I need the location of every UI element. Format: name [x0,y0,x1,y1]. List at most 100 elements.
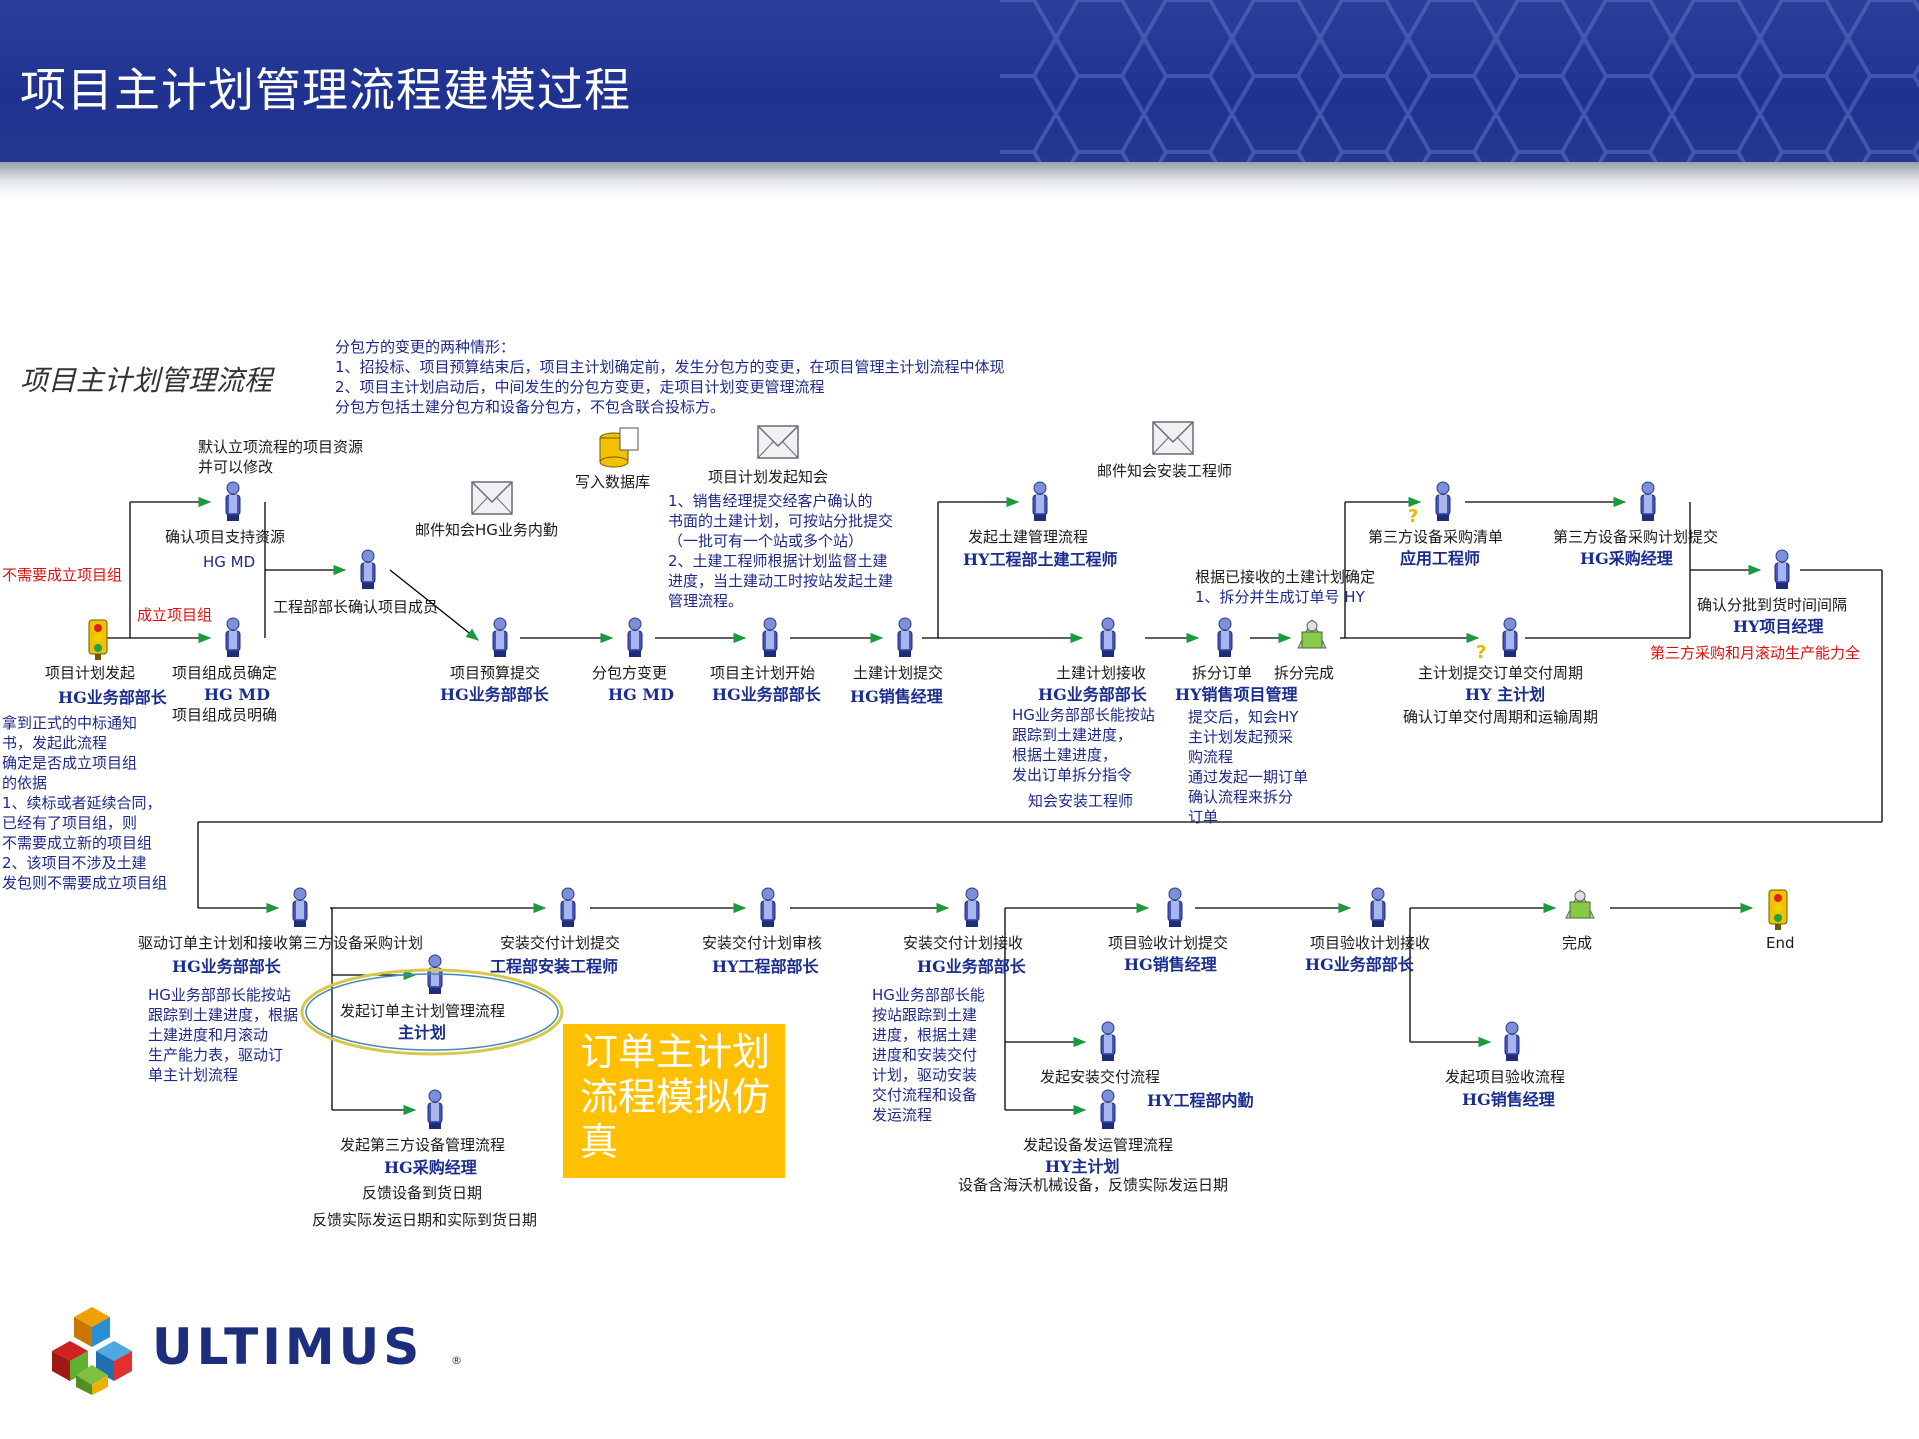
node-split-order-label: 拆分订单 [1192,664,1252,682]
title-banner [0,0,1919,162]
mail-icon-notify [757,425,799,459]
node-eng-confirm-label: 工程部部长确认项目成员 [273,598,438,616]
person-icon-order-cycle [1502,617,1518,658]
node-civil-submit-label: 土建计划提交 [853,664,943,682]
person-icon-inst-flow [1100,1021,1116,1062]
node-inst-flow-label: 发起安装交付流程 [1040,1068,1160,1086]
inst-note-5: 计划，驱动安装 [872,1066,977,1084]
node-confirm-res-role: HG MD [203,553,255,571]
person-icon-civil-recv [1100,617,1116,658]
traffic-light-icon-end [1768,889,1788,931]
hexagon-pattern [1000,0,1919,162]
node-inst-flow-role: HY工程部内勤 [1147,1091,1254,1110]
node-budget-role: HG业务部部长 [440,685,550,704]
left-note-4: 的依据 [2,774,47,792]
person-icon-confirm-res [225,481,241,522]
simulation-callout-text: 订单主计划流程模拟仿真 [580,1030,771,1164]
plan-note-2: 书面的土建计划，可按站分批提交 [668,512,893,530]
split-basis-1: 根据已接收的土建计划确定 [1195,568,1375,586]
highlight-ellipse [300,968,564,1056]
node-inst-submit-label: 安装交付计划提交 [500,934,620,952]
recv-note-5: 知会安装工程师 [1028,792,1133,810]
person-icon-confirm-batch [1774,549,1790,590]
node-plan-start-label: 项目主计划开始 [710,664,815,682]
left-note-8: 2、该项目不涉及土建 [2,854,147,872]
left-note-9: 发包则不需要成立项目组 [2,874,167,892]
drive-note-2: 跟踪到土建进度，根据 [148,1006,298,1024]
left-note-7: 不需要成立新的项目组 [2,834,152,852]
node-budget-label: 项目预算提交 [450,664,540,682]
plan-note-6: 管理流程。 [668,592,743,610]
left-note-2: 书，发起此流程 [2,734,107,752]
split-note-6: 订单 [1188,808,1218,826]
decision-icon-tp-list [1408,506,1419,527]
node-inst-submit-role: 工程部安装工程师 [490,957,618,976]
diagram-title: 项目主计划管理流程 [20,364,275,397]
note-notify-start: 项目计划发起知会 [708,468,828,486]
node-subcon-label: 分包方变更 [592,664,667,682]
traffic-light-icon-start [88,619,108,661]
split-basis-2: 1、拆分并生成订单号 HY [1195,588,1366,606]
node-civil-mgmt-label: 发起土建管理流程 [968,528,1088,546]
note-change-1: 1、招投标、项目预算结束后，项目主计划确定前，发生分包方的变更，在项目管理主计划… [335,358,1005,376]
recv-note-2: 跟踪到土建进度， [1012,726,1132,744]
plan-note-3: （一批可有一个站或多个站） [668,532,863,550]
person-icon-acc-submit [1167,887,1183,928]
node-subcon-role: HG MD [608,685,674,704]
note-feedback-1: 反馈设备到货日期 [362,1184,482,1202]
ultimus-logo-text: ULTIMUS [152,1318,424,1376]
label-no-group: 不需要成立项目组 [2,566,122,584]
node-tp-submit-role: HG采购经理 [1580,549,1673,568]
node-end-label: End [1766,934,1795,952]
node-acc-submit-role: HG销售经理 [1124,955,1217,974]
inst-note-4: 进度和安装交付 [872,1046,977,1064]
note-third-party-red: 第三方采购和月滚动生产能力全 [1650,644,1860,662]
node-civil-submit-role: HG销售经理 [850,687,943,706]
node-acc-recv-role: HG业务部部长 [1305,955,1415,974]
node-drive-role: HG业务部部长 [172,957,282,976]
simulation-callout-box [563,1024,785,1178]
person-icon-ship-flow [1100,1089,1116,1130]
person-icon-inst-submit [560,887,576,928]
note-feedback-2: 反馈实际发运日期和实际到货日期 [312,1211,537,1229]
node-civil-recv-role: HG业务部部长 [1038,685,1148,704]
person-icon-tp-submit [1640,481,1656,522]
left-note-6: 已经有了项目组，则 [2,814,137,832]
split-note-2: 主计划发起预采 [1188,728,1293,746]
node-confirm-batch-label: 确认分批到货时间间隔 [1697,596,1847,614]
node-confirm-batch-role: HY项目经理 [1733,617,1824,636]
node-drive-label: 驱动订单主计划和接收第三方设备采购计划 [138,934,423,952]
person-icon-plan-start [762,617,778,658]
node-tp-list-role: 应用工程师 [1400,549,1480,568]
node-start-role: HG业务部部长 [58,688,168,707]
person-icon-budget [492,617,508,658]
recv-note-3: 根据土建进度， [1012,746,1117,764]
split-done-icon [1297,619,1327,649]
plan-note-1: 1、销售经理提交经客户确认的 [668,492,873,510]
lower-connectors [330,902,1754,1116]
node-civil-recv-label: 土建计划接收 [1056,664,1146,682]
node-inst-review-role: HY工程部部长 [712,957,820,976]
note-ship: 设备含海沃机械设备，反馈实际发运日期 [958,1176,1228,1194]
node-tp-mgmt-label: 发起第三方设备管理流程 [340,1136,505,1154]
node-plan-start-role: HG业务部部长 [712,685,822,704]
database-icon [599,427,639,468]
person-icon-drive [292,887,308,928]
node-tp-list-label: 第三方设备采购清单 [1368,528,1503,546]
person-icon-member [225,617,241,658]
node-start-label: 项目计划发起 [45,664,135,682]
node-acc-recv-label: 项目验收计划接收 [1310,934,1430,952]
note-mail-install: 邮件知会安装工程师 [1097,462,1232,480]
left-note-1: 拿到正式的中标通知 [2,714,137,732]
note-default-res-1: 默认立项流程的项目资源 [198,438,363,456]
person-icon-tp-mgmt [427,1089,443,1130]
decision-icon-order-cycle [1476,642,1487,663]
plan-note-4: 2、土建工程师根据计划监督土建 [668,552,888,570]
split-note-1: 提交后，知会HY [1188,708,1299,726]
node-tp-submit-label: 第三方设备采购计划提交 [1553,528,1718,546]
node-confirm-res-label: 确认项目支持资源 [165,528,285,546]
upper-connectors [98,496,1883,914]
note-mail-hg: 邮件知会HG业务内勤 [415,521,558,539]
person-icon-civil-submit [897,617,913,658]
split-note-4: 通过发起一期订单 [1188,768,1308,786]
